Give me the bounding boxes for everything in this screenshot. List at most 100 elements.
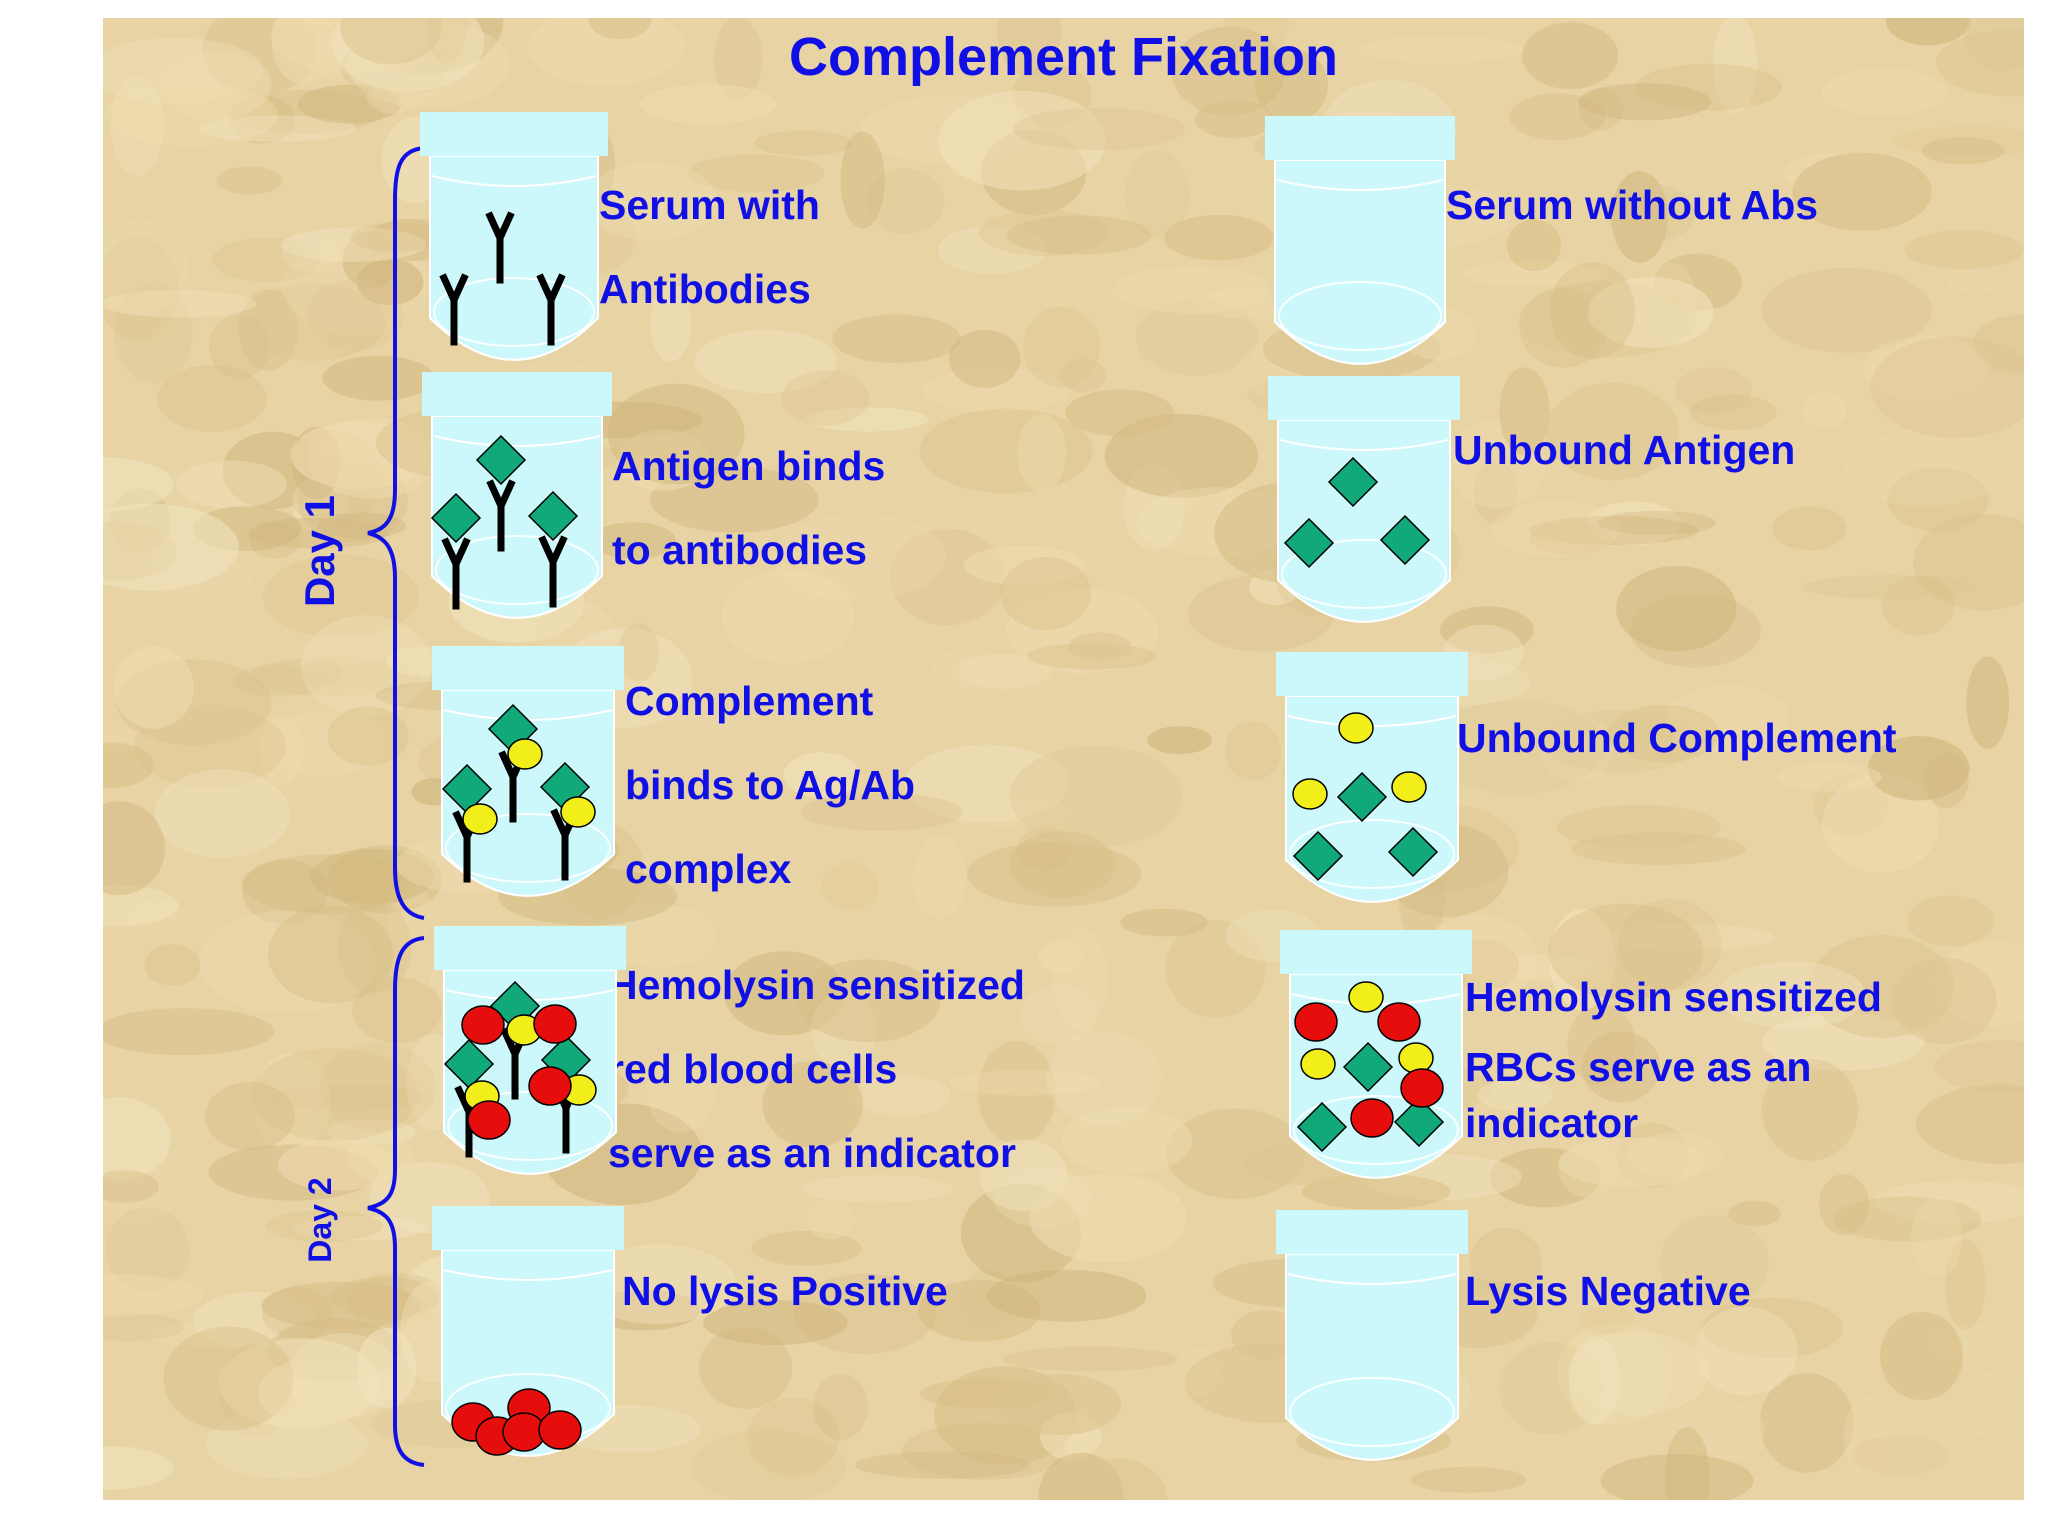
antibody-icon (485, 211, 515, 284)
texture-blot (997, 18, 1062, 77)
texture-blot (1171, 26, 1286, 116)
texture-blot (103, 503, 239, 591)
texture-blot (202, 18, 318, 95)
texture-blot (997, 1373, 1122, 1436)
texture-blot (1509, 93, 1606, 141)
texture-blot (1570, 832, 1746, 865)
texture-blot (966, 842, 1142, 907)
texture-blot (650, 466, 819, 533)
texture-blot (1761, 267, 1933, 353)
label-unbound-antigen: Unbound Antigen (1453, 408, 1795, 492)
texture-blot (114, 282, 193, 384)
texture-blot (350, 222, 445, 252)
complement-icon (1391, 771, 1427, 803)
texture-blot (1913, 513, 2024, 611)
antigen-icon (1292, 830, 1344, 882)
texture-blot (103, 1170, 159, 1203)
texture-blot (257, 1358, 372, 1427)
tube-lysis-negative (1276, 1210, 1468, 1461)
texture-blot (1006, 215, 1152, 255)
texture-blot (1255, 49, 1329, 122)
texture-blot (1546, 382, 1680, 481)
tube-meniscus (1281, 539, 1447, 609)
texture-blot (806, 407, 929, 432)
brace-day-2 (367, 936, 425, 1467)
texture-blot (1358, 35, 1523, 64)
texture-blot (1477, 1079, 1554, 1111)
texture-blot (1891, 957, 1997, 1045)
texture-blot (1862, 336, 1990, 402)
texture-blot (1462, 261, 1603, 287)
texture-blot (1820, 68, 1948, 116)
texture-blot (527, 18, 685, 86)
label-line: Complement (625, 678, 874, 724)
antigen-icon (527, 490, 579, 542)
texture-blot (660, 705, 734, 731)
texture-blot (366, 79, 420, 114)
texture-blot (1029, 1173, 1187, 1263)
texture-blot (1675, 367, 1752, 414)
texture-blot (1843, 1395, 1897, 1479)
texture-blot (1120, 908, 1208, 937)
texture-blot (1665, 685, 1790, 754)
texture-blot (977, 1041, 1056, 1145)
texture-blot (198, 115, 356, 142)
texture-blot (301, 660, 344, 687)
texture-blot (1832, 1196, 1982, 1242)
antibody-icon (538, 535, 568, 608)
tube-rim-line (1287, 1273, 1457, 1285)
tube-serum-without-abs (1265, 116, 1455, 365)
texture-blot (1020, 984, 1097, 1046)
texture-blot (854, 1451, 1030, 1479)
label-line: Hemolysin sensitized (1465, 974, 1882, 1020)
texture-blot (1728, 1200, 1781, 1227)
texture-blot (1038, 940, 1083, 974)
texture-blot (1578, 88, 1624, 131)
tube-complement-binds (432, 646, 624, 897)
diagram-title: Complement Fixation (788, 27, 1339, 87)
texture-blot (103, 236, 179, 341)
texture-blot (1135, 298, 1258, 376)
texture-blot (1867, 736, 1970, 801)
texture-blot (271, 18, 336, 85)
texture-blot (1581, 1305, 1634, 1334)
texture-blot (1605, 924, 1775, 951)
antigen-icon (1393, 1096, 1445, 1148)
tube-cap (432, 1206, 624, 1250)
tube-cap (434, 926, 626, 970)
texture-blot (1617, 898, 1722, 990)
texture-blot (1776, 762, 1882, 792)
texture-blot (216, 166, 283, 195)
texture-blot (347, 1134, 414, 1181)
texture-blot (1702, 1297, 1843, 1359)
texture-blot (979, 209, 1109, 256)
texture-blot (1017, 827, 1074, 871)
texture-blot (1802, 391, 1847, 429)
texture-blot (1557, 1322, 1674, 1426)
texture-blot (1759, 1373, 1854, 1473)
texture-blot (1568, 1331, 1709, 1415)
antigen-icon (430, 492, 482, 544)
label-antigen-binds: Antigen binds to antibodies (612, 424, 885, 592)
label-line: Lysis Negative (1465, 1268, 1751, 1314)
texture-blot (1012, 107, 1186, 151)
texture-blot (1539, 714, 1613, 783)
texture-blot (1870, 336, 2024, 439)
red-blood-cell-icon (461, 1005, 505, 1045)
texture-blot (322, 355, 435, 401)
complement-icon (1398, 1042, 1434, 1074)
texture-blot (1430, 699, 1605, 795)
texture-blot (963, 545, 1085, 586)
red-blood-cell-icon (1294, 1002, 1338, 1042)
texture-blot (277, 1139, 397, 1191)
texture-blot (687, 154, 825, 193)
texture-blot (1112, 265, 1271, 314)
texture-blot (1008, 831, 1116, 899)
texture-blot (1694, 1306, 1798, 1396)
label-hemolysin-rbc-right: Hemolysin sensitized RBCs serve as an in… (1465, 955, 1882, 1151)
tube-hemolysin-left (434, 926, 626, 1175)
texture-blot (1946, 268, 2004, 294)
texture-blot (327, 706, 409, 766)
texture-blot (144, 944, 201, 986)
texture-blot (1506, 219, 1562, 272)
